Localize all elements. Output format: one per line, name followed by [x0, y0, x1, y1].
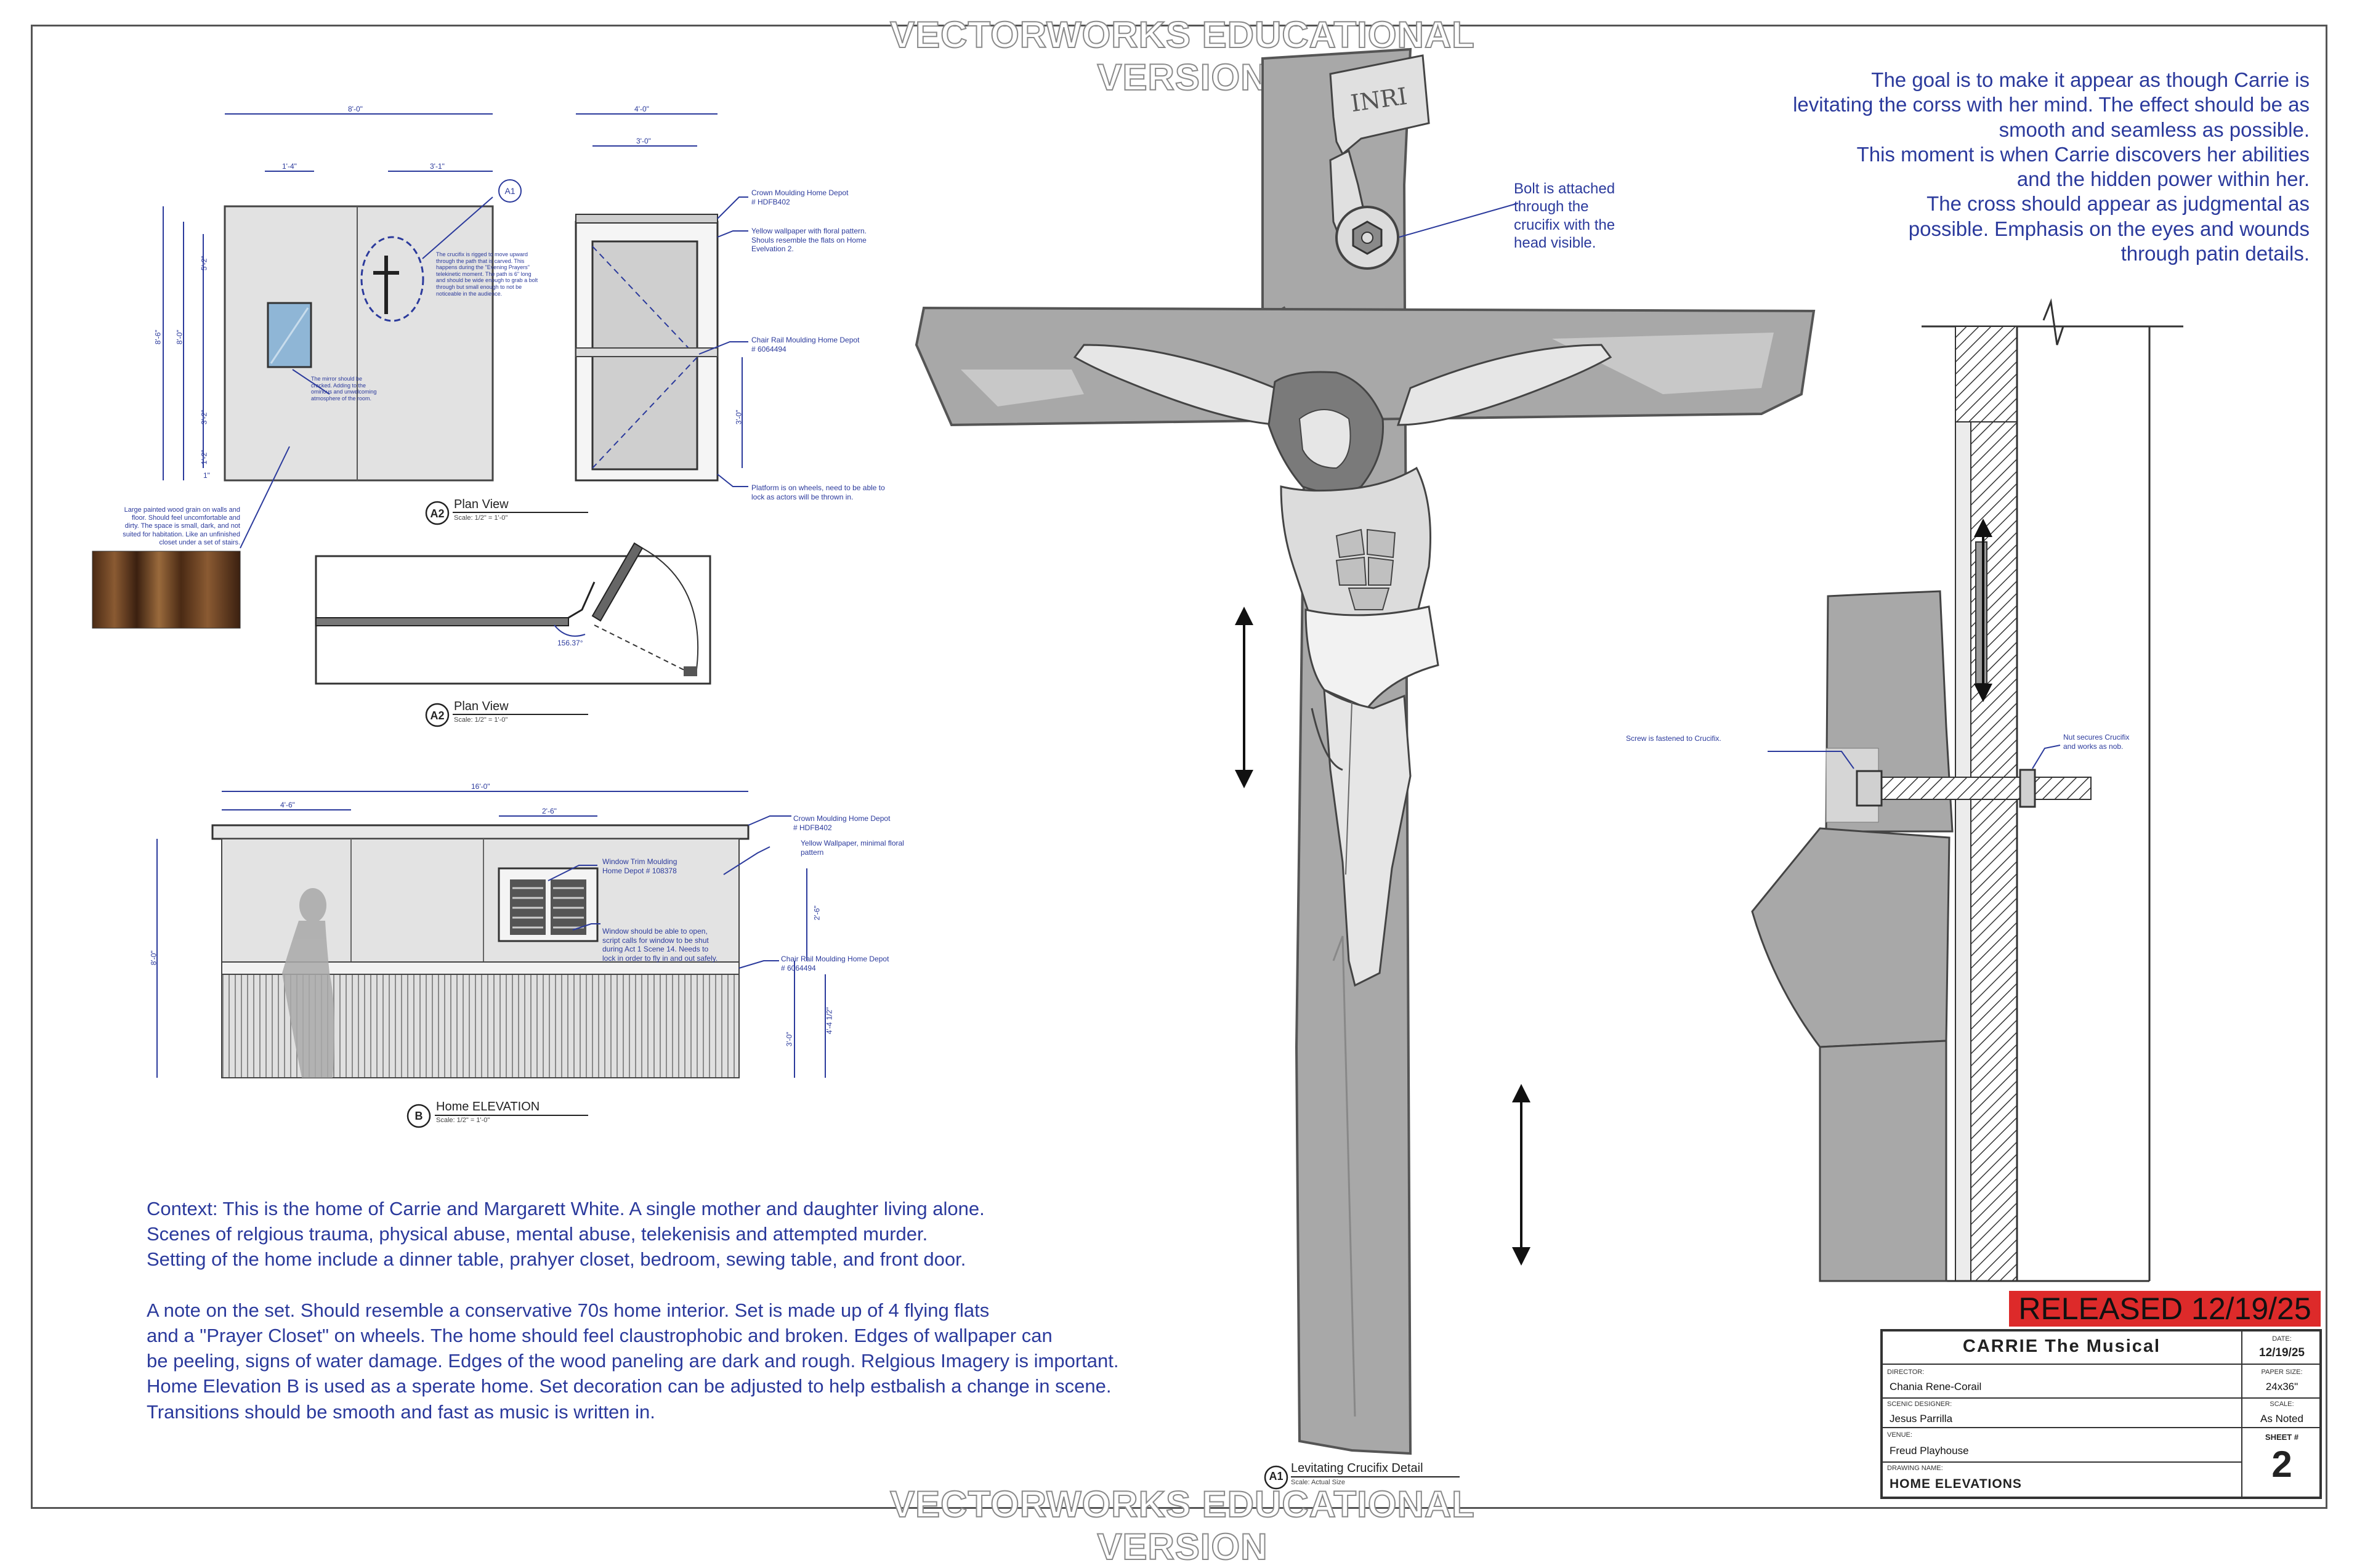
home-title: Home ELEVATION [436, 1100, 540, 1113]
home-dim-height: 8'-0" [149, 950, 158, 966]
side-dim-inner: 3'-0" [636, 137, 651, 145]
mirror-note: The mirror should be cracked. Adding to … [311, 376, 377, 402]
side-dim-h: 3'-0" [734, 410, 743, 425]
director-value: Chania Rene-Corail [1890, 1381, 1982, 1392]
dim-h6: 1" [203, 471, 210, 480]
watermark-top: VECTORWORKS EDUCATIONAL VERSION [889, 14, 1475, 99]
platform-note: Platform is on wheels, need to be able t… [751, 483, 885, 501]
home-dim-lower2: 3'-0" [785, 1032, 794, 1047]
paper-key: PAPER SIZE: [2261, 1368, 2303, 1376]
plan-view-drawing [315, 542, 711, 685]
dim-right: 3'-1" [430, 162, 445, 171]
paper-value: 24x36" [2265, 1381, 2298, 1392]
date-key: DATE: [2272, 1335, 2292, 1343]
released-stamp: RELEASED 12/19/25 [2009, 1291, 2321, 1327]
drawing-canvas [92, 47, 2322, 1499]
home-wallpaper-note: Yellow Wallpaper, minimal floral pattern [801, 839, 904, 857]
dim-h5: 1'-2" [200, 450, 209, 465]
section-detail [1751, 298, 2183, 1282]
sheet-number: 2 [2271, 1444, 2292, 1485]
title-marks [406, 501, 1288, 1490]
dim-width: 8'-0" [348, 105, 363, 113]
actor-silhouette [282, 888, 335, 1078]
goal-note: The goal is to make it appear as though … [1718, 68, 2310, 266]
home-window-note: Window should be able to open, script ca… [602, 927, 718, 963]
home-title-tag: B [414, 1110, 423, 1122]
wood-grain-note: Large painted wood grain on walls and fl… [123, 506, 240, 546]
goal-line: This moment is when Carrie discovers her… [1856, 142, 2310, 166]
drawing-value: HOME ELEVATIONS [1890, 1477, 2022, 1491]
home-crown-note: Crown Moulding Home Depot # HDFB402 [793, 814, 891, 832]
venue-value: Freud Playhouse [1890, 1445, 1969, 1457]
crucifix-title-tag: A1 [1269, 1470, 1284, 1482]
show-title: CARRIE The Musical [1962, 1336, 2161, 1356]
goal-line: levitating the corss with her mind. The … [1793, 93, 2310, 116]
designer-key: SCENIC DESIGNER: [1887, 1400, 1952, 1408]
front-elev-title-tag: A2 [430, 507, 445, 520]
drawing-border [31, 25, 2327, 1509]
crucifix-path-note: The crucifix is rigged to move upward th… [436, 251, 538, 297]
plan-angle: 156.37° [557, 639, 583, 647]
dim-h4: 3'-2" [200, 410, 209, 425]
plan-title-tag: A2 [430, 709, 445, 722]
wallpaper-note: Yellow wallpaper with floral pattern. Sh… [751, 227, 867, 254]
front-elevation [163, 113, 522, 482]
sheet-key: SHEET # [2265, 1433, 2299, 1442]
dim-left: 1'-4" [282, 162, 297, 171]
goal-line: smooth and seamless as possible. [1999, 118, 2310, 141]
plan-title: Plan View [454, 700, 509, 713]
callout-a1-tag: A1 [504, 186, 515, 196]
plan-scale: Scale: 1/2" = 1'-0" [454, 716, 508, 724]
home-dim-left: 4'-6" [280, 801, 295, 809]
scale-key: SCALE: [2270, 1400, 2294, 1408]
chair-rail-note: Chair Rail Moulding Home Depot # 6064494 [751, 336, 860, 354]
crucifix-drawing [915, 47, 1816, 1455]
goal-line: The goal is to make it appear as though … [1871, 68, 2310, 91]
screw-note: Screw is fastened to Crucifix. [1626, 734, 1721, 743]
goal-line: possible. Emphasis on the eyes and wound… [1908, 217, 2310, 240]
designer-value: Jesus Parrilla [1890, 1413, 1953, 1425]
venue-key: VENUE: [1887, 1431, 1912, 1439]
goal-line: through patin details. [2120, 241, 2310, 265]
home-dim-lower1: 4'-4 1/2" [825, 1007, 834, 1035]
home-dim-win-h: 2'-6" [812, 905, 822, 921]
front-elevation-wall [224, 205, 494, 482]
front-elev-title: Plan View [454, 498, 509, 511]
wood-grain-swatch [92, 551, 241, 629]
side-dim-width: 4'-0" [634, 105, 649, 113]
home-dim-width: 16'-0" [471, 782, 490, 791]
front-elev-scale: Scale: 1/2" = 1'-0" [454, 514, 508, 522]
home-elevation-drawing [156, 791, 826, 1078]
dim-h1: 8'-6" [153, 329, 163, 345]
home-dim-window: 2'-6" [542, 807, 557, 815]
title-block-frame [1880, 1329, 2322, 1499]
crown-note: Crown Moulding Home Depot # HDFB402 [751, 188, 849, 206]
context-note: Context: This is the home of Carrie and … [147, 1198, 1119, 1423]
drawing-key: DRAWING NAME: [1887, 1465, 1943, 1472]
home-scale: Scale: 1/2" = 1'-0" [436, 1117, 490, 1124]
crucifix-title: Levitating Crucifix Detail [1291, 1461, 1423, 1475]
home-trim-note: Window Trim Moulding Home Depot # 108378 [602, 857, 677, 875]
date-value: 12/19/25 [2259, 1346, 2305, 1359]
goal-line: and the hidden power within her. [2016, 168, 2310, 190]
director-key: DIRECTOR: [1887, 1368, 1925, 1376]
goal-line: The cross should appear as judgmental as [1926, 192, 2310, 216]
crucifix-scale: Scale: Actual Size [1291, 1479, 1346, 1486]
dim-h3: 5'-2" [200, 256, 209, 271]
scale-value: As Noted [2260, 1413, 2303, 1425]
side-section [575, 113, 748, 487]
dim-h2: 8'-0" [175, 329, 184, 345]
home-chair-rail-note: Chair Rail Moulding Home Depot # 6064494 [781, 955, 889, 972]
callout-a1-circle [498, 179, 522, 203]
bolt-note: Bolt is attached through the crucifix wi… [1514, 180, 1615, 251]
crucifix-path-outline [360, 236, 424, 322]
nut-note: Nut secures Crucifix and works as nob. [2063, 733, 2130, 751]
